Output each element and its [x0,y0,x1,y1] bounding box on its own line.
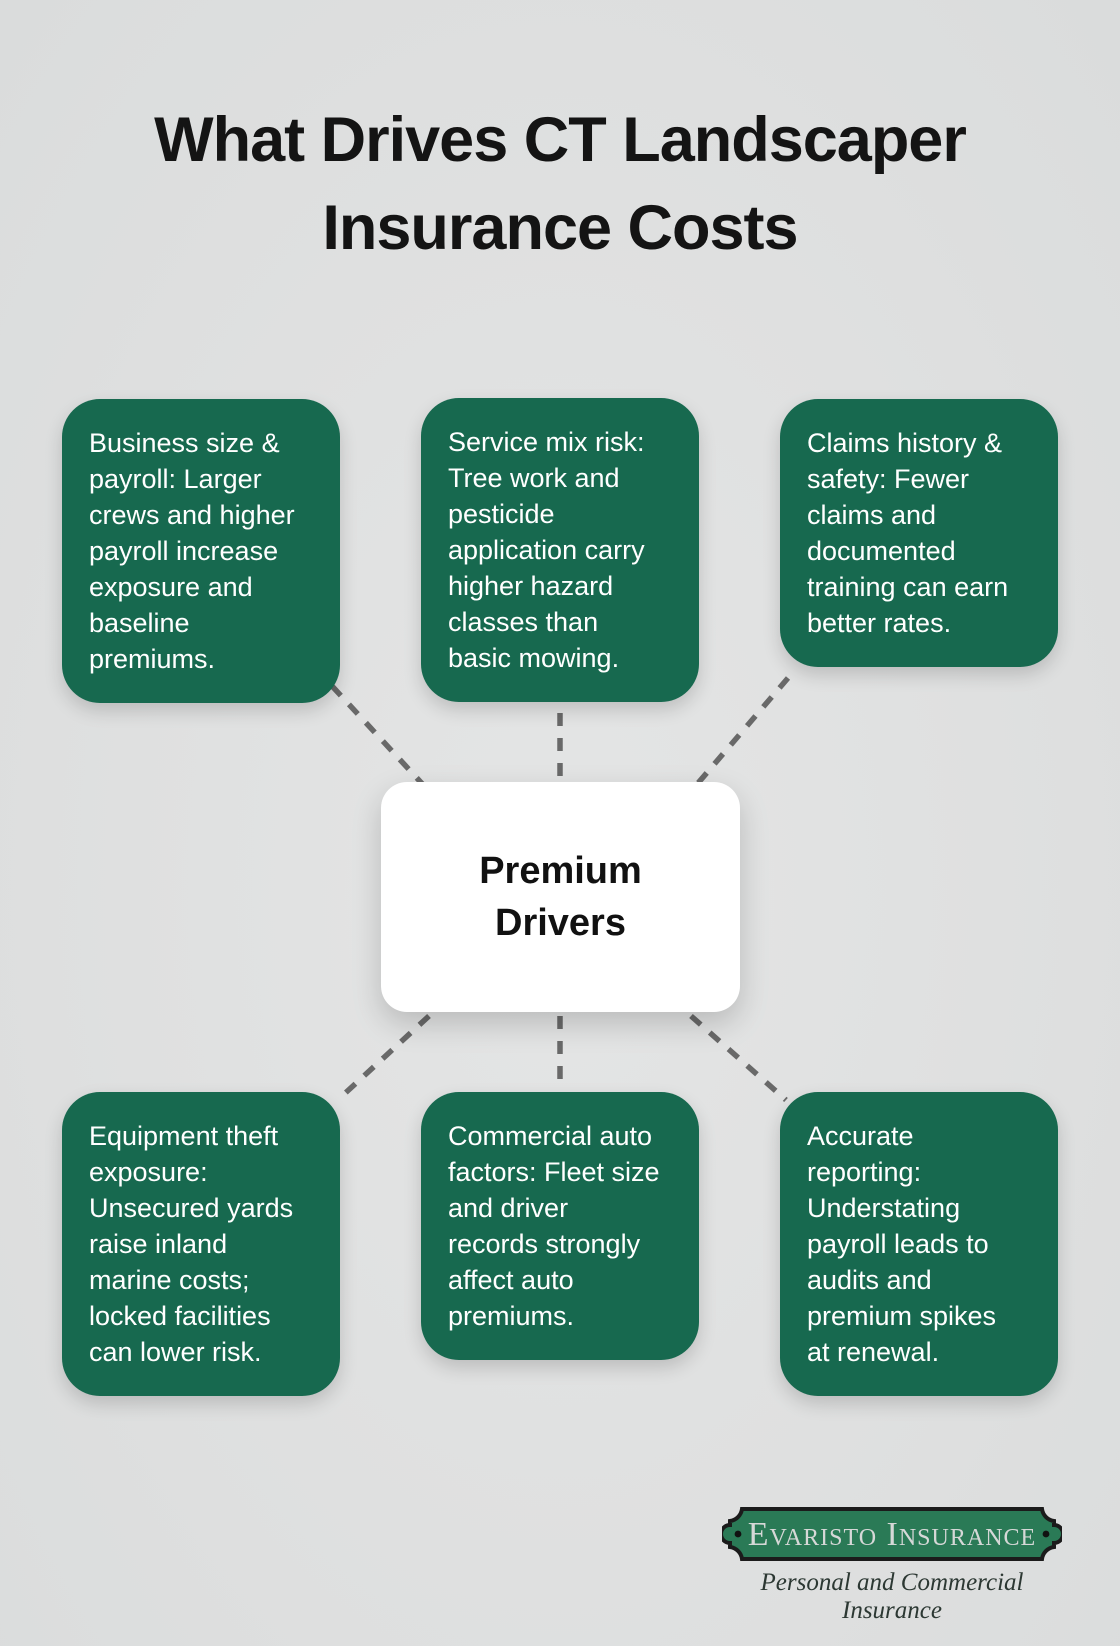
factor-text: Equipment theft exposure: Unsecured yard… [89,1121,294,1367]
page-title: What Drives CT Landscaper Insurance Cost… [0,96,1120,272]
connector-top-left [329,684,430,791]
factor-box-accurate-reporting: Accurate reporting: Understating payroll… [780,1092,1058,1396]
hub-box: Premium Drivers [381,782,740,1012]
page-title-text: What Drives CT Landscaper Insurance Cost… [154,105,967,263]
hub-label: Premium Drivers [479,850,642,944]
connector-bottom-right [689,1013,788,1103]
factor-box-business-size-payroll: Business size & payroll: Larger crews an… [62,399,340,703]
brand-logo: Evaristo Insurance Personal and Commerci… [722,1506,1062,1625]
connector-top-right [690,676,791,791]
factor-text: Commercial auto factors: Fleet size and … [448,1121,660,1331]
plaque-shape [722,1507,1062,1561]
factor-box-claims-history-safety: Claims history & safety: Fewer claims an… [780,399,1058,667]
factor-text: Claims history & safety: Fewer claims an… [807,428,1009,638]
brand-name: Evaristo Insurance [747,1515,1037,1553]
connector-bottom-left [339,1013,431,1100]
factor-text: Service mix risk: Tree work and pesticid… [448,427,645,673]
factor-box-equipment-theft-exposure: Equipment theft exposure: Unsecured yard… [62,1092,340,1396]
brand-tagline: Personal and Commercial Insurance [760,1569,1024,1624]
plaque-right-dot [1042,1530,1050,1538]
brand-logo-plaque: Evaristo Insurance [722,1506,1062,1562]
factor-box-commercial-auto-factors: Commercial auto factors: Fleet size and … [421,1092,699,1360]
factor-text: Accurate reporting: Understating payroll… [807,1121,997,1367]
plaque-left-dot [734,1530,742,1538]
factor-box-service-mix-risk: Service mix risk: Tree work and pesticid… [421,398,699,702]
factor-text: Business size & payroll: Larger crews an… [89,428,295,674]
